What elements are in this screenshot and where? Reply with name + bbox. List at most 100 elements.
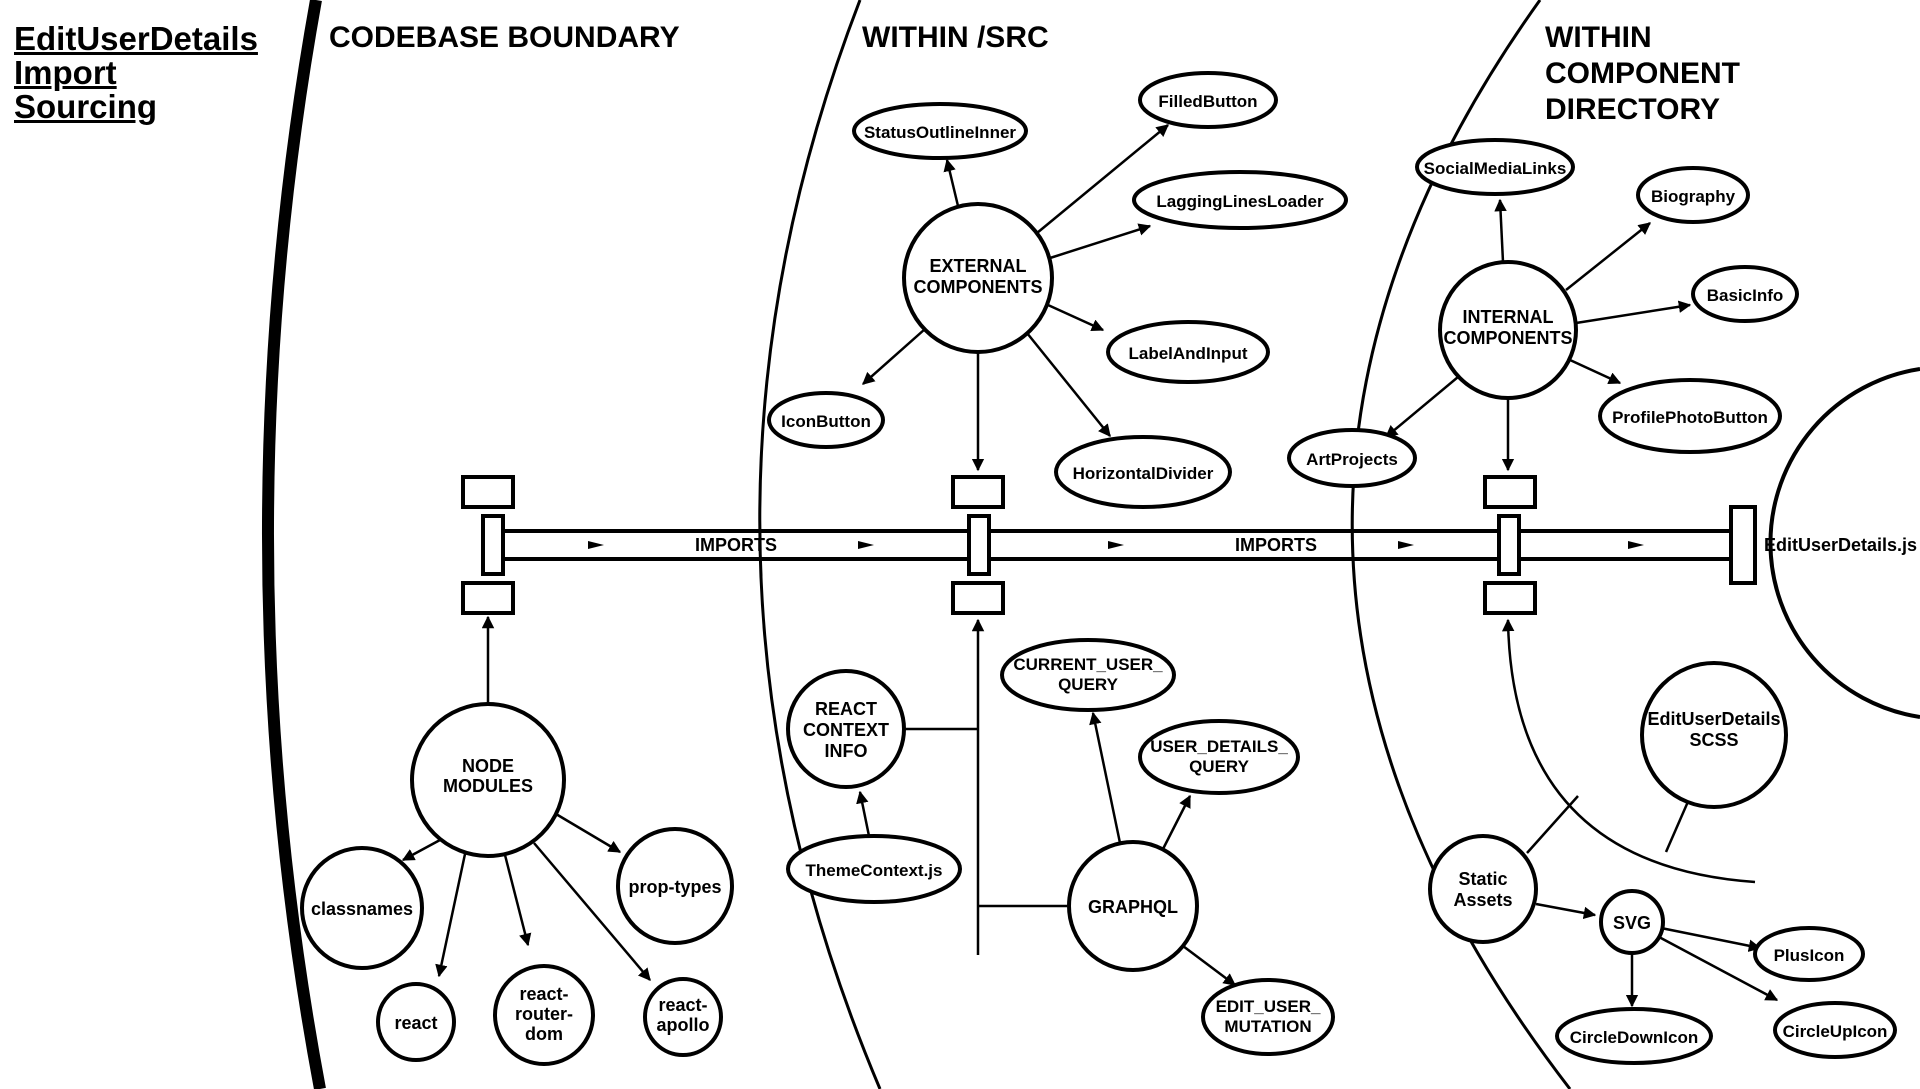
horizontal-divider-label: HorizontalDivider <box>1073 464 1214 483</box>
label-and-input-node <box>1106 320 1270 384</box>
edge-ext-label-and-input <box>1047 303 1105 332</box>
connector-3-stem <box>1497 514 1521 576</box>
edge-nm-react-apollo <box>533 842 651 981</box>
diagram-title-line-1: EditUserDetails <box>14 20 258 57</box>
circle-down-icon-node <box>1555 1007 1713 1065</box>
prop-types-label: prop-types <box>628 877 721 897</box>
edge-svg-circle-up-icon <box>1658 935 1779 1002</box>
edge-int-art-projects <box>1385 376 1459 438</box>
biography-label: Biography <box>1651 187 1736 206</box>
edituserdetails-big-circle <box>1768 367 1920 719</box>
edge-int-basic-info <box>1575 300 1692 325</box>
edge-nm-react <box>435 853 467 978</box>
target-file-label: EditUserDetails.js <box>1764 535 1917 555</box>
edit-user-mutation-node <box>1201 978 1335 1056</box>
classnames-label: classnames <box>311 899 413 919</box>
plus-icon-node <box>1753 926 1865 982</box>
edge-graphql-current-user <box>1089 711 1122 844</box>
icon-button-node <box>767 391 885 449</box>
imports-label-2: IMPORTS <box>1235 535 1317 555</box>
internal-components-hub-label-2: COMPONENTS <box>1443 328 1572 348</box>
prop-types-node <box>616 827 734 945</box>
external-components-hub-label-2: COMPONENTS <box>913 277 1042 297</box>
imports-label-1: IMPORTS <box>695 535 777 555</box>
edge-ext-lagging-lines-loader <box>1049 223 1152 260</box>
edge-static-assets-to-arc <box>1526 795 1579 854</box>
react-label: react <box>394 1013 437 1033</box>
react-apollo-node <box>643 977 723 1057</box>
node-modules-hub-label-1: NODE <box>462 756 514 776</box>
scss-label-1: EditUserDetails <box>1647 709 1780 729</box>
profile-photo-button-node <box>1598 378 1782 454</box>
svg-hub-label: SVG <box>1613 913 1651 933</box>
graphql-hub <box>1067 840 1199 972</box>
user-details-query-label-2: QUERY <box>1189 757 1249 776</box>
icon-button-label: IconButton <box>781 412 871 431</box>
connector-2-stem <box>967 514 991 576</box>
connector-1-stem <box>481 514 505 576</box>
edit-user-mutation-label-1: EDIT_USER_ <box>1216 997 1321 1016</box>
edge-ext-status-outline-inner <box>943 158 960 207</box>
edge-int-profile-photo-button <box>1569 358 1622 385</box>
filled-button-node <box>1138 71 1278 129</box>
edge-themecontext-to-context <box>856 790 871 837</box>
edge-int-biography <box>1565 222 1651 291</box>
theme-context-label: ThemeContext.js <box>806 861 943 880</box>
basic-info-node <box>1691 265 1799 323</box>
profile-photo-button-label: ProfilePhotoButton <box>1612 408 1768 427</box>
connector-2-top-cap <box>951 475 1005 509</box>
react-router-dom-node <box>493 964 595 1066</box>
static-assets-node <box>1428 834 1538 944</box>
edge-nm-classnames <box>401 838 441 862</box>
pipeline-arrow-5 <box>1628 541 1644 549</box>
filled-button-label: FilledButton <box>1158 92 1257 111</box>
circle-up-icon-node <box>1773 1001 1897 1059</box>
react-apollo-label-2: apollo <box>657 1015 710 1035</box>
static-assets-label-1: Static <box>1458 869 1507 889</box>
edge-graphql-edit-user <box>1182 945 1236 986</box>
internal-components-hub-label-1: INTERNAL <box>1463 307 1554 327</box>
react-router-dom-label-2: router- <box>515 1004 573 1024</box>
section-within-src: WITHIN /SRC <box>862 21 1049 54</box>
section-within-component-line-3: DIRECTORY <box>1545 93 1721 126</box>
circle-down-icon-label: CircleDownIcon <box>1570 1028 1698 1047</box>
pipeline-arrow-3 <box>1108 541 1124 549</box>
react-context-hub <box>786 669 906 789</box>
user-details-query-label-1: USER_DETAILS_ <box>1150 737 1288 756</box>
edit-user-mutation-label-2: MUTATION <box>1224 1017 1311 1036</box>
section-codebase-boundary: CODEBASE BOUNDARY <box>329 21 680 54</box>
connector-1-bottom-cap <box>461 581 515 615</box>
react-router-dom-label-1: react- <box>519 984 568 1004</box>
horizontal-divider-node <box>1054 435 1232 509</box>
react-apollo-label-1: react- <box>658 995 707 1015</box>
diagram-title-line-3: Sourcing <box>14 88 158 125</box>
label-and-input-label: LabelAndInput <box>1129 344 1248 363</box>
lagging-lines-loader-node <box>1132 170 1348 230</box>
connector-2-bottom-cap <box>951 581 1005 615</box>
social-media-links-node <box>1415 138 1575 196</box>
status-outline-inner-label: StatusOutlineInner <box>864 123 1016 142</box>
circle-up-icon-label: CircleUpIcon <box>1783 1022 1888 1041</box>
connector-3-top-cap <box>1483 475 1537 509</box>
react-context-hub-label-2: CONTEXT <box>803 720 889 740</box>
pipeline-arrow-4 <box>1398 541 1414 549</box>
section-within-component-line-2: COMPONENT <box>1545 57 1740 90</box>
edge-scss-to-arc <box>1664 796 1692 853</box>
node-modules-hub <box>410 702 566 858</box>
edge-int-social-media-links <box>1494 198 1507 263</box>
react-context-hub-label-1: REACT <box>815 699 877 719</box>
current-user-query-node <box>1000 638 1176 712</box>
target-terminal <box>1729 505 1757 585</box>
edge-ext-horizontal-divider <box>1026 332 1111 437</box>
static-assets-label-2: Assets <box>1453 890 1512 910</box>
edge-nm-react-router-dom <box>503 854 532 947</box>
edge-svg-plus-icon <box>1660 926 1762 952</box>
section-within-component-line-1: WITHIN <box>1545 21 1652 54</box>
edge-graphql-user-details <box>1161 794 1192 850</box>
art-projects-node <box>1287 428 1417 488</box>
biography-node <box>1636 166 1750 224</box>
user-details-query-node <box>1138 719 1300 795</box>
basic-info-label: BasicInfo <box>1707 286 1784 305</box>
